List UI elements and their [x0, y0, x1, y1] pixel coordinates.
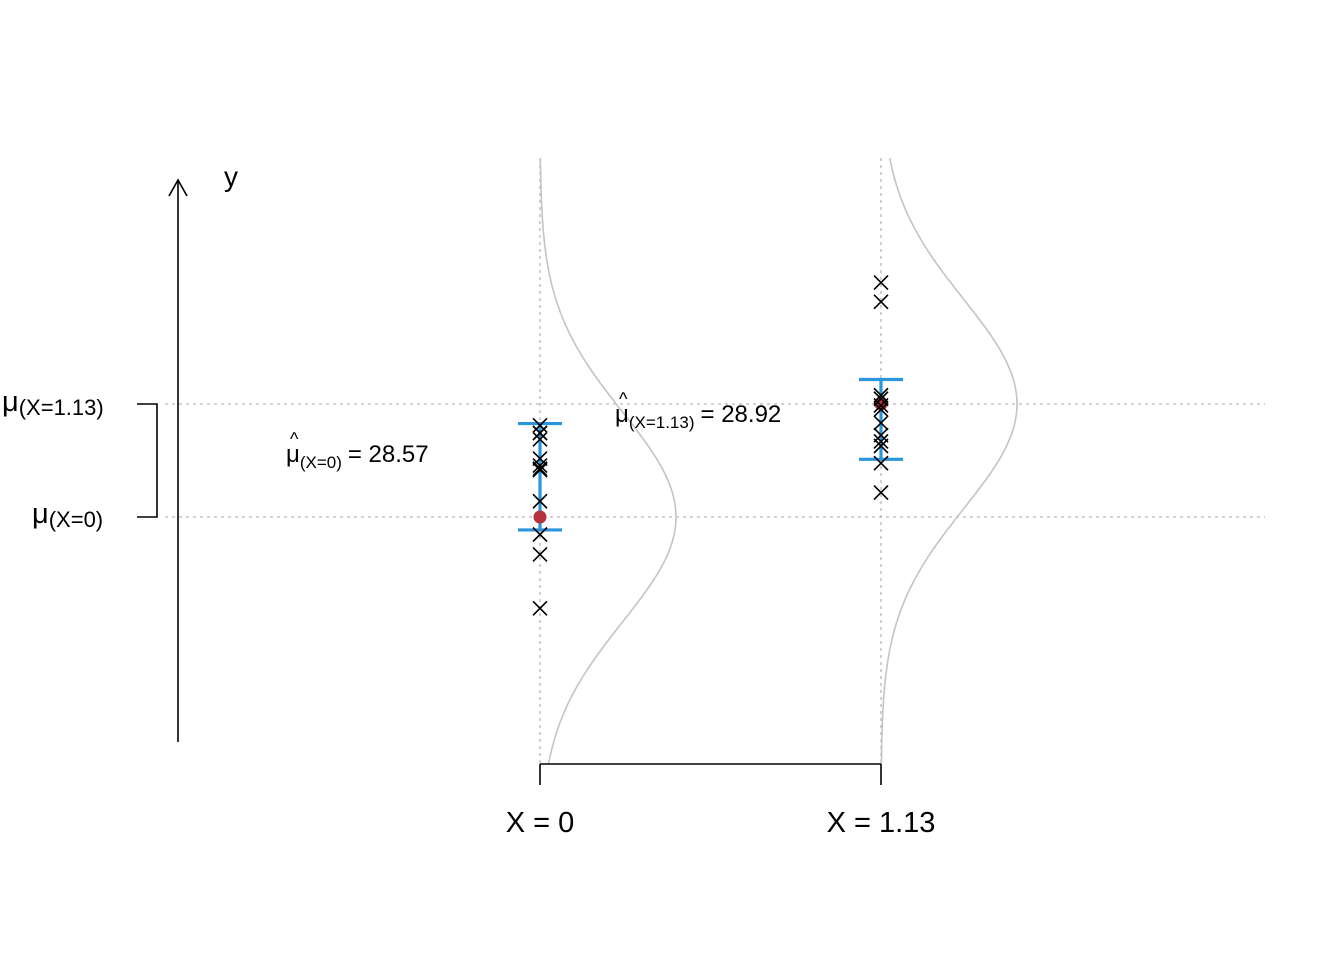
- observation-cross-icon: [532, 417, 548, 433]
- group-x113: [859, 274, 903, 501]
- observation-cross-icon: [532, 493, 548, 509]
- cross-stroke: [532, 462, 548, 478]
- cross-stroke: [873, 402, 889, 418]
- observation-cross-icon: [873, 427, 889, 443]
- muhat-x0-annotation: ^ μ(X=0) = 28.57: [286, 429, 429, 472]
- hat-accent-icon: ^: [290, 429, 299, 449]
- muhat-x0-text: μ(X=0) = 28.57: [286, 441, 429, 472]
- cross-stroke: [532, 493, 548, 509]
- observation-cross-icon: [532, 462, 548, 478]
- mu-symbol: μ: [2, 386, 19, 418]
- x-axis: [539, 763, 882, 785]
- observation-cross-icon: [532, 546, 548, 563]
- mu-x113-label: μ(X=1.13): [2, 386, 104, 420]
- muhat-value: = 28.57: [348, 441, 429, 468]
- observation-cross-icon: [873, 415, 889, 431]
- observation-cross-icon: [873, 274, 889, 291]
- cross-stroke: [873, 433, 889, 450]
- x-tick-label-x113: X = 1.13: [827, 807, 936, 839]
- observation-cross-icon: [873, 433, 889, 450]
- hat-accent-icon: ^: [619, 389, 628, 409]
- cross-stroke: [532, 600, 548, 616]
- y-axis: [168, 178, 188, 742]
- cross-stroke: [873, 427, 889, 443]
- cross-stroke: [873, 438, 889, 454]
- mu-symbol: μ: [32, 498, 49, 530]
- y-axis-label: y: [224, 161, 238, 192]
- observation-cross-icon: [873, 455, 889, 471]
- cross-stroke: [873, 484, 889, 501]
- muhat-value: = 28.92: [701, 401, 782, 428]
- muhat-subscript: (X=1.13): [629, 413, 695, 432]
- x-tick-label-x0: X = 0: [506, 807, 575, 839]
- muhat-x113-annotation: ^ μ(X=1.13) = 28.92: [615, 389, 781, 432]
- cross-stroke: [873, 397, 889, 413]
- observation-cross-icon: [873, 438, 889, 454]
- observation-cross-icon: [873, 391, 889, 407]
- muhat-subscript: (X=0): [300, 453, 342, 472]
- observation-cross-icon: [532, 457, 548, 474]
- cross-stroke: [532, 526, 548, 543]
- observation-cross-icon: [532, 431, 548, 447]
- cross-stroke: [532, 431, 548, 447]
- mu-x0-label: μ(X=0): [32, 498, 103, 532]
- observation-cross-icon: [532, 526, 548, 543]
- muhat-x113-text: μ(X=1.13) = 28.92: [615, 401, 781, 432]
- cross-stroke: [873, 455, 889, 471]
- mu-subscript: (X=1.13): [19, 395, 104, 420]
- cross-stroke: [532, 546, 548, 563]
- group-x0: [518, 417, 562, 616]
- cross-stroke: [873, 391, 889, 407]
- muhat-symbol: μ: [286, 441, 300, 468]
- observation-cross-icon: [532, 461, 548, 477]
- density-curve-x0: [539, 158, 677, 765]
- cross-stroke: [532, 425, 548, 441]
- cross-stroke: [532, 417, 548, 433]
- muhat-symbol: μ: [615, 401, 629, 428]
- density-curve-x113: [880, 157, 1018, 764]
- cross-stroke: [873, 294, 889, 310]
- observation-cross-icon: [532, 600, 548, 616]
- sample-mean-point: [533, 510, 547, 524]
- cross-stroke: [532, 461, 548, 477]
- observation-cross-icon: [873, 484, 889, 501]
- observation-cross-icon: [873, 402, 889, 418]
- observation-cross-icon: [532, 425, 548, 441]
- cross-stroke: [873, 274, 889, 291]
- cross-stroke: [532, 457, 548, 474]
- mean-difference-bracket: [137, 403, 158, 518]
- cross-stroke: [873, 415, 889, 431]
- mu-subscript: (X=0): [49, 507, 103, 532]
- y-axis-arrowhead-icon: [168, 178, 188, 197]
- observation-cross-icon: [873, 294, 889, 310]
- observation-cross-icon: [873, 397, 889, 413]
